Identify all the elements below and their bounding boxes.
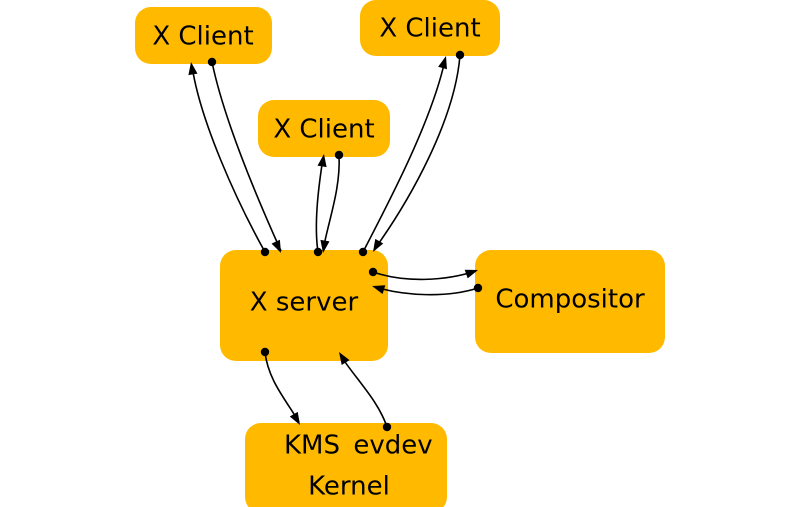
edge-x-server-to-compositor-source-dot — [368, 267, 378, 277]
edge-client-top-left-to-x-server-arrowhead — [271, 239, 281, 253]
edge-x-server-to-client-top-left — [188, 62, 270, 257]
edge-compositor-to-x-server — [372, 283, 483, 296]
edge-client-top-right-to-x-server — [373, 50, 465, 252]
edge-x-server-to-client-top-right-arrowhead — [438, 56, 447, 70]
edge-x-server-to-kms-line — [264, 351, 300, 423]
edge-x-server-to-client-top-left-source-dot — [260, 247, 270, 257]
edge-x-server-to-compositor-arrowhead — [464, 269, 478, 279]
edge-client-top-right-to-x-server-line — [373, 54, 461, 251]
node-box-x-server — [220, 250, 388, 361]
edge-x-server-to-client-top-right-source-dot — [358, 247, 368, 257]
edge-client-top-left-to-x-server-line — [211, 61, 282, 252]
edge-x-server-to-client-top-right — [358, 56, 447, 257]
edge-evdev-to-x-server-source-dot — [382, 422, 392, 432]
edge-evdev-to-x-server-line — [340, 355, 388, 428]
edge-compositor-to-x-server-line — [374, 286, 479, 296]
node-compositor[interactable]: Compositor — [475, 250, 665, 353]
edge-x-server-to-client-top-left-line — [191, 65, 266, 253]
edge-x-server-to-client-top-left-arrowhead — [188, 62, 198, 76]
edge-client-top-left-to-x-server-source-dot — [207, 57, 217, 67]
node-x-server[interactable]: X server — [220, 250, 388, 361]
node-client-top-left[interactable]: X Client — [135, 7, 272, 64]
edge-x-server-to-client-middle-arrowhead — [317, 154, 327, 168]
node-box-client-top-left — [135, 7, 272, 64]
edge-x-server-to-kms-source-dot — [260, 347, 270, 357]
edge-x-server-to-compositor — [368, 267, 478, 281]
edge-x-server-to-client-middle-source-dot — [313, 247, 323, 257]
node-box-client-top-right — [360, 0, 500, 56]
edge-client-middle-to-x-server-source-dot — [334, 150, 344, 160]
edge-x-server-to-client-middle — [313, 154, 327, 257]
edge-client-top-right-to-x-server-arrowhead — [373, 238, 384, 252]
edge-client-top-left-to-x-server — [207, 57, 282, 253]
edge-client-middle-to-x-server-arrowhead — [320, 239, 330, 253]
edge-x-server-to-client-middle-line — [315, 157, 324, 253]
edge-evdev-to-x-server-arrowhead — [339, 352, 350, 366]
edge-evdev-to-x-server — [339, 352, 392, 432]
node-box-compositor — [475, 250, 665, 353]
node-client-middle[interactable]: X Client — [258, 100, 390, 157]
edge-client-middle-to-x-server — [320, 150, 344, 253]
edge-compositor-to-x-server-arrowhead — [372, 285, 386, 295]
edge-x-server-to-client-top-right-line — [362, 59, 446, 253]
edge-x-server-to-kms-arrowhead — [289, 411, 300, 425]
edge-x-server-to-compositor-line — [372, 270, 477, 281]
edge-client-middle-to-x-server-line — [322, 154, 340, 252]
node-box-client-middle — [258, 100, 390, 157]
edge-client-top-right-to-x-server-source-dot — [455, 50, 465, 60]
edges-layer — [188, 50, 483, 432]
node-box-kernel — [245, 423, 447, 507]
node-client-top-right[interactable]: X Client — [360, 0, 500, 56]
edge-compositor-to-x-server-source-dot — [473, 283, 483, 293]
edge-x-server-to-kms — [260, 347, 300, 425]
